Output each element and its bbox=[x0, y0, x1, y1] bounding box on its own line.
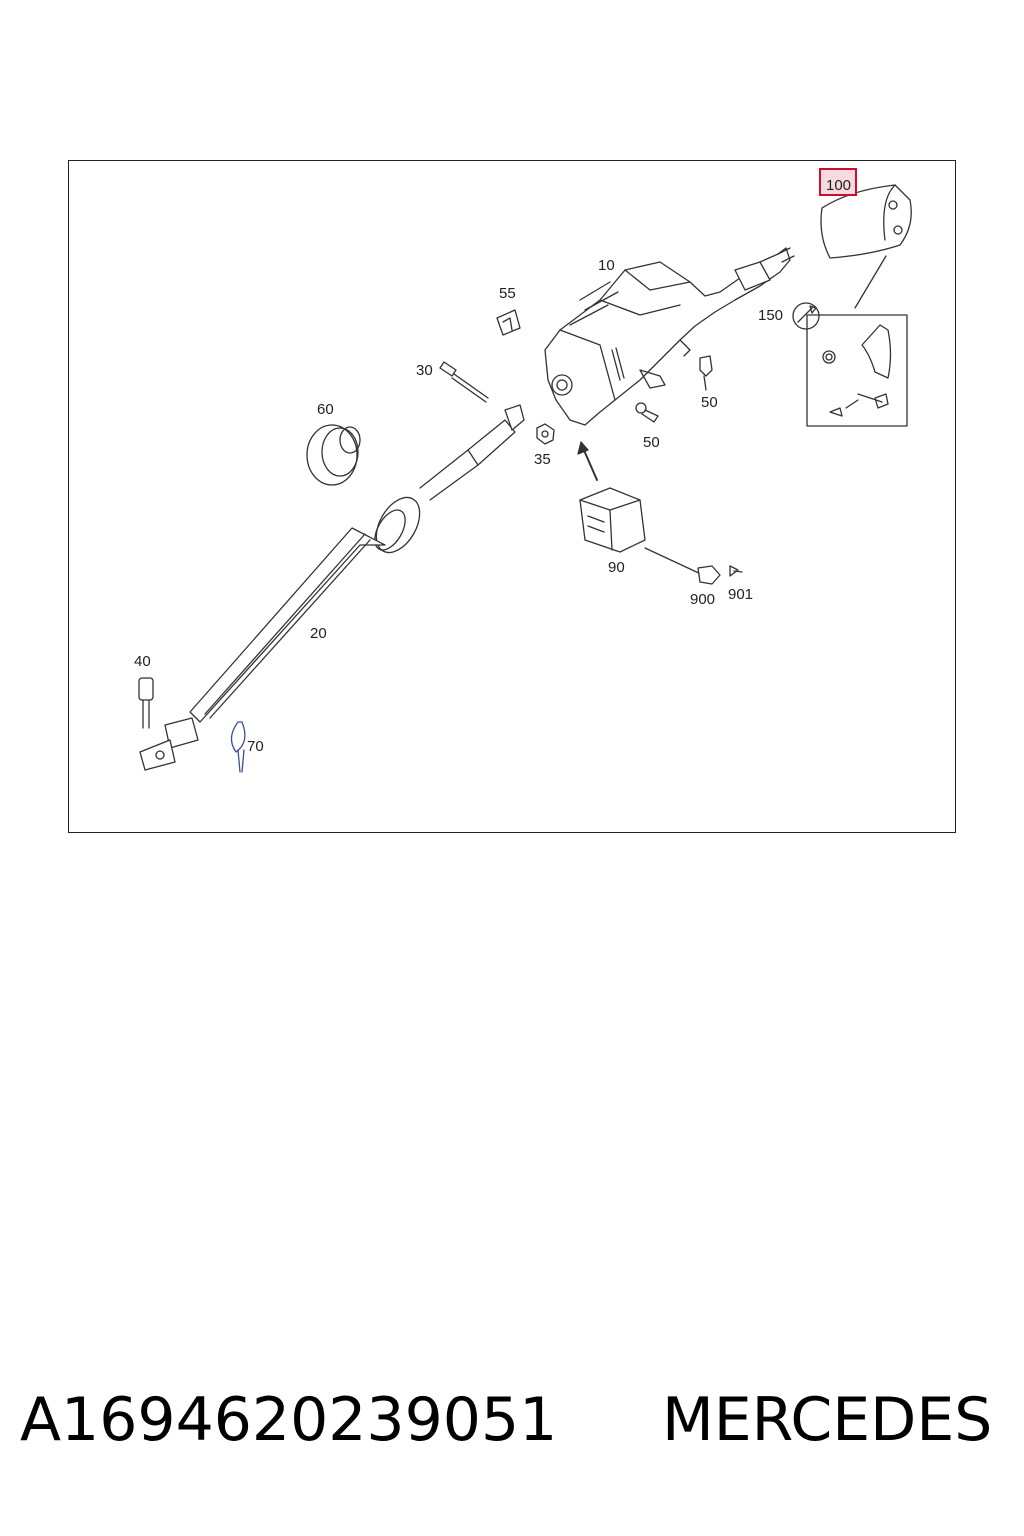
bolt-part-30[interactable] bbox=[439, 361, 489, 403]
callout-35[interactable]: 35 bbox=[534, 451, 551, 468]
callout-10[interactable]: 10 bbox=[598, 257, 615, 274]
callout-900[interactable]: 900 bbox=[690, 591, 715, 608]
steering-column-part-10[interactable] bbox=[544, 247, 795, 426]
callout-labels: 100 10 55 150 30 60 50 35 50 90 900 901 … bbox=[134, 168, 857, 755]
arrow-icon bbox=[577, 441, 598, 481]
diagram-frame bbox=[68, 160, 956, 833]
callout-60[interactable]: 60 bbox=[317, 401, 334, 418]
module-part-90[interactable] bbox=[579, 487, 646, 553]
caption-bar: A1694620239051 MERCEDES bbox=[20, 1385, 1010, 1465]
wrench-icon bbox=[792, 302, 820, 330]
grommet-part-60[interactable] bbox=[306, 424, 361, 486]
screw-part-50-b[interactable] bbox=[635, 402, 659, 423]
screw-part-50-a[interactable] bbox=[699, 355, 713, 391]
callout-901[interactable]: 901 bbox=[728, 586, 753, 603]
callout-55[interactable]: 55 bbox=[499, 285, 516, 302]
connector-part-900[interactable] bbox=[697, 565, 721, 585]
callout-70[interactable]: 70 bbox=[247, 738, 264, 755]
leader-line-90 bbox=[644, 547, 704, 576]
callout-150[interactable]: 150 bbox=[758, 307, 783, 324]
brand-name: MERCEDES bbox=[662, 1385, 993, 1455]
callout-100[interactable]: 100 bbox=[826, 177, 851, 194]
leader-line-100 bbox=[854, 255, 887, 309]
bolt-part-40[interactable] bbox=[138, 677, 154, 729]
cover-part-100[interactable] bbox=[820, 184, 912, 259]
callout-50-b[interactable]: 50 bbox=[643, 434, 660, 451]
cable-tie-part-70[interactable] bbox=[230, 721, 246, 773]
trim-kit-part-150[interactable] bbox=[806, 314, 908, 427]
callout-30[interactable]: 30 bbox=[416, 362, 433, 379]
universal-joint bbox=[139, 717, 199, 771]
clip-part-55[interactable] bbox=[496, 309, 521, 336]
highlight-box bbox=[819, 168, 857, 196]
callout-20[interactable]: 20 bbox=[310, 625, 327, 642]
callout-50-a[interactable]: 50 bbox=[701, 394, 718, 411]
callout-40[interactable]: 40 bbox=[134, 653, 151, 670]
steering-shaft-part-20[interactable] bbox=[189, 404, 525, 723]
nut-part-35[interactable] bbox=[536, 423, 555, 445]
pin-part-901[interactable] bbox=[729, 565, 743, 577]
callout-90[interactable]: 90 bbox=[608, 559, 625, 576]
part-number: A1694620239051 bbox=[20, 1385, 558, 1455]
